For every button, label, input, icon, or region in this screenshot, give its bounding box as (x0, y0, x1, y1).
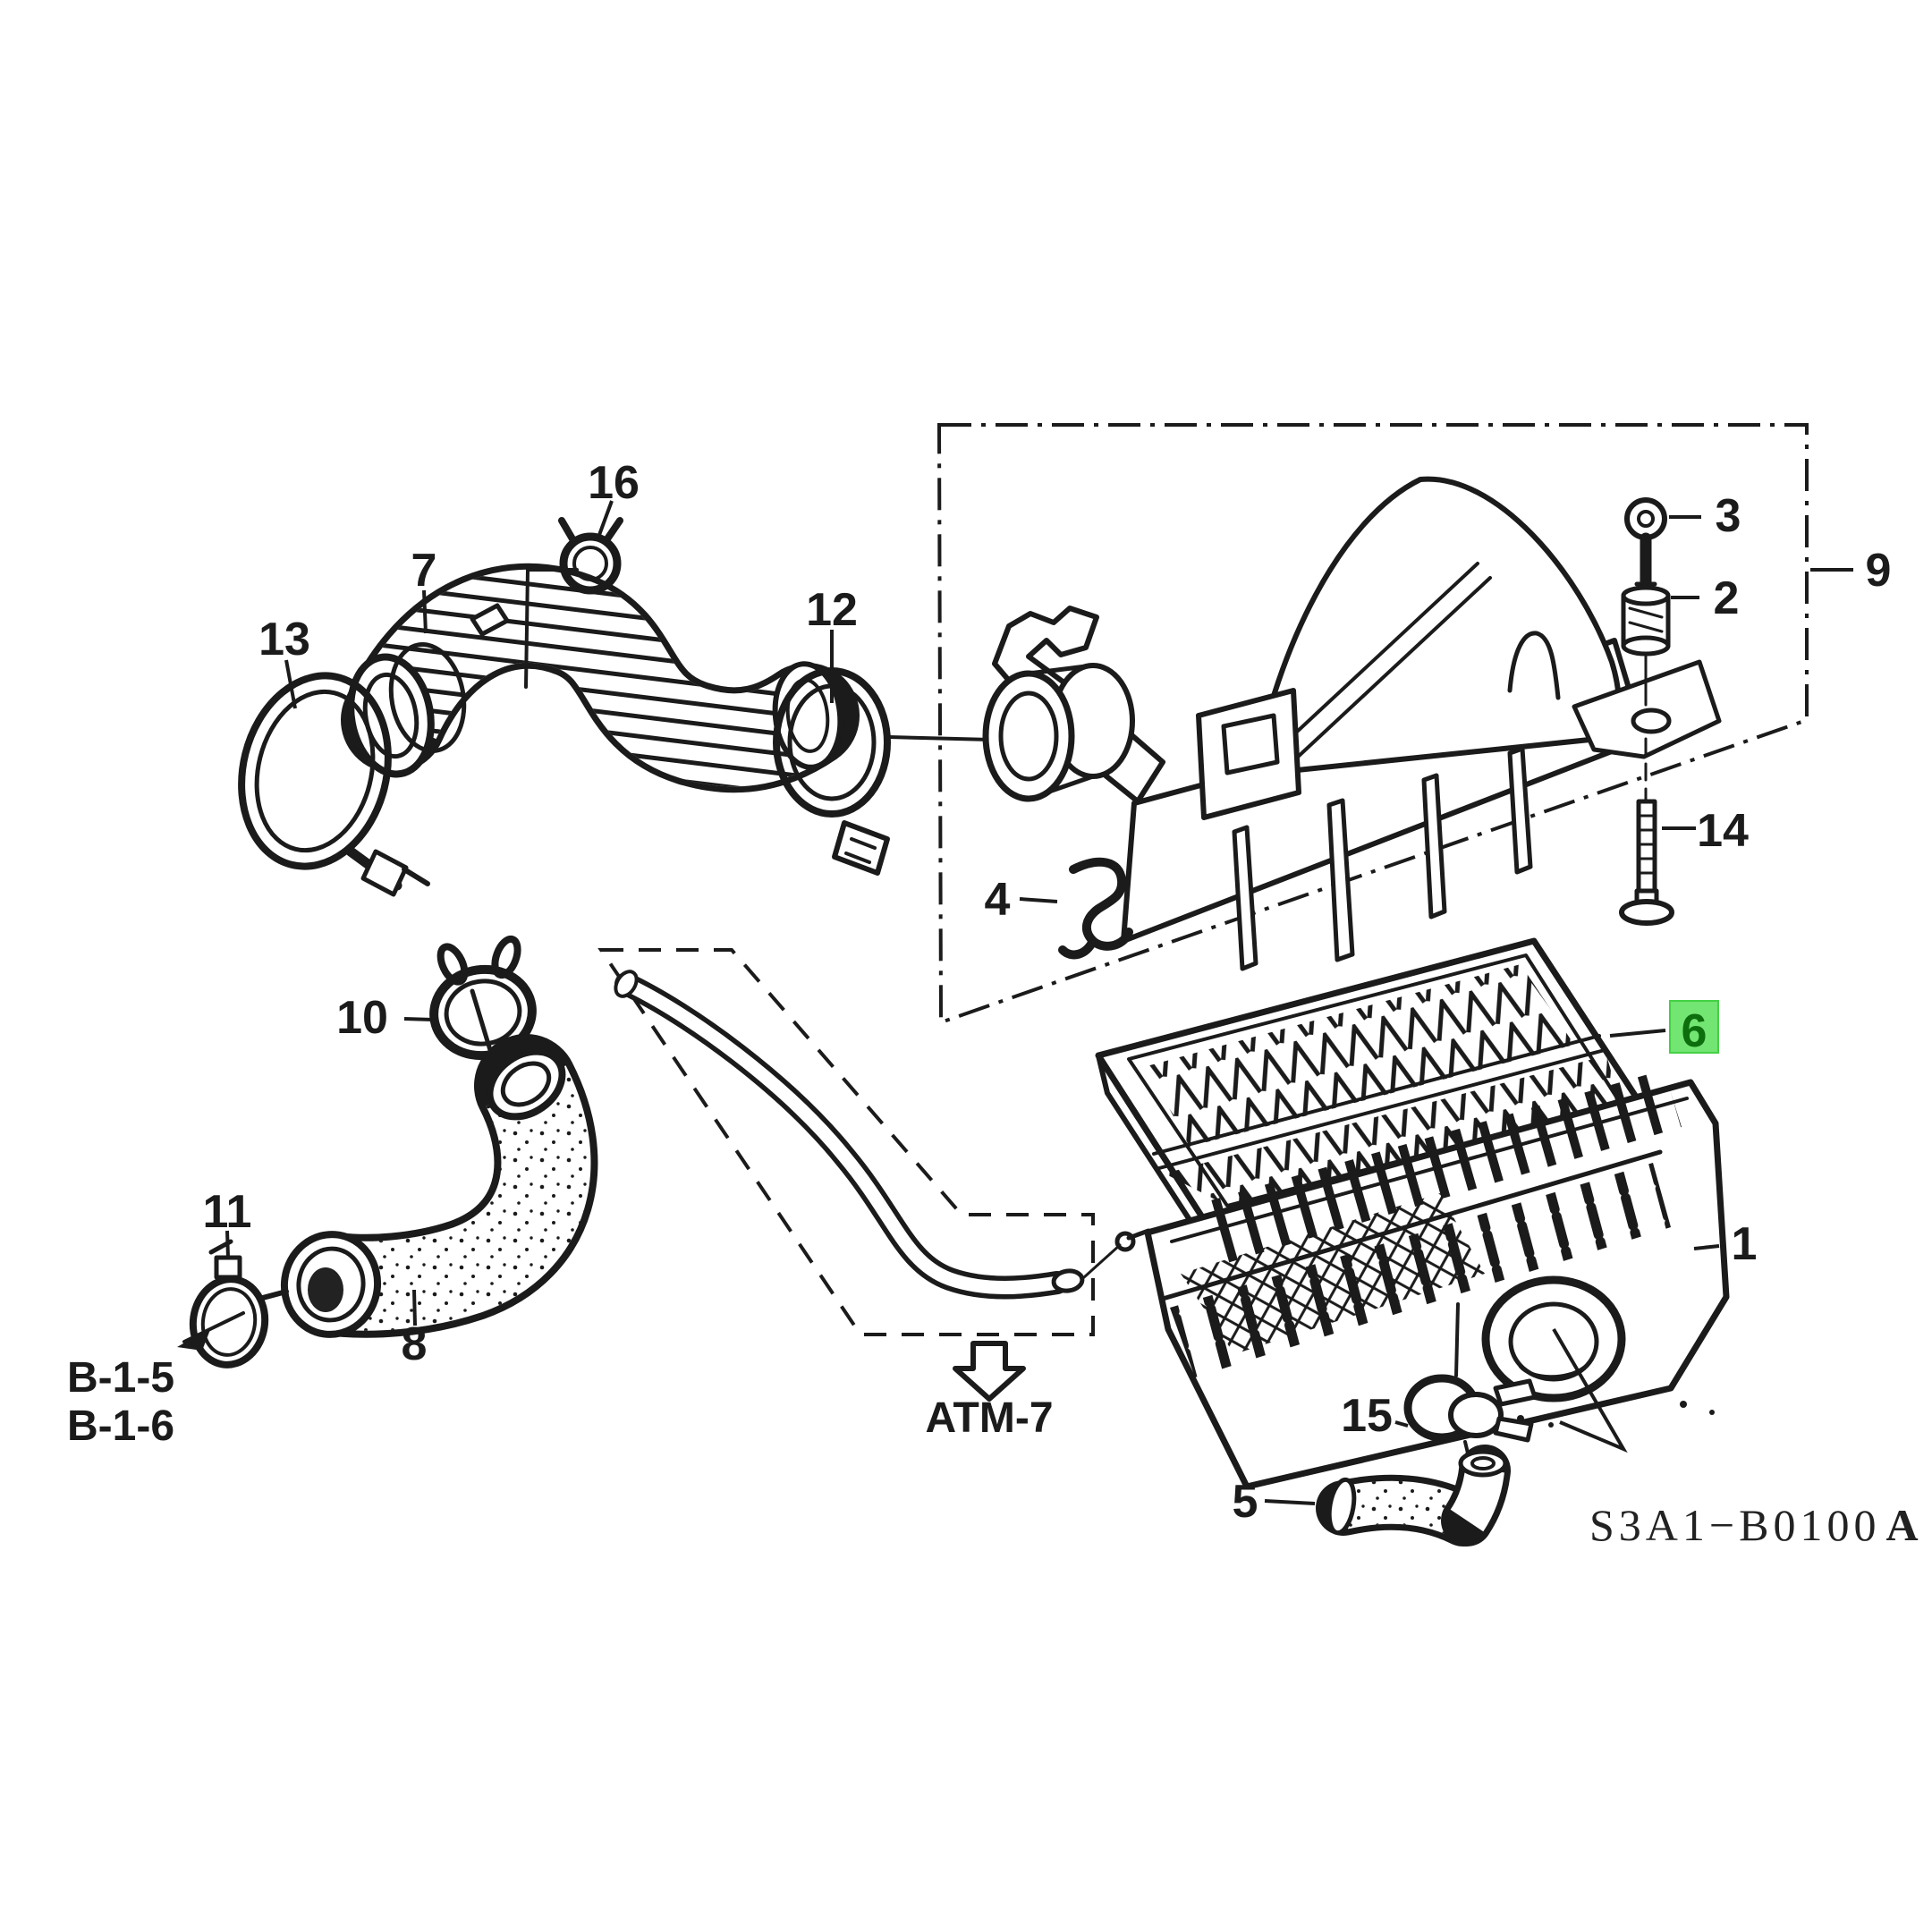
leader-line-part-15 (1394, 1420, 1409, 1428)
part-number-text: 4 (985, 874, 1011, 926)
leader-line-part-7 (422, 589, 428, 634)
atm-down-arrow-icon (953, 1341, 1026, 1402)
part-callout-2[interactable]: 2 (1714, 572, 1740, 624)
leader-line-part-10 (403, 1017, 434, 1021)
part-number-text: 15 (1341, 1390, 1393, 1442)
leader-line-part-16 (597, 500, 614, 536)
hook-clamp-4 (1058, 857, 1133, 960)
port-pointer-lines (1552, 1327, 1628, 1453)
part-number-text: 9 (1866, 545, 1892, 597)
spring-clamp-15 (1403, 1302, 1538, 1488)
part-number-text: 12 (806, 584, 858, 636)
ref-label-b-1-6[interactable]: B-1-6 (67, 1402, 174, 1450)
breather-tube-region (597, 948, 1122, 1402)
highlight-box (1669, 1000, 1719, 1054)
leader-line-part-5 (1264, 1499, 1316, 1505)
part-number-text: 13 (258, 614, 310, 665)
cover-tab (1196, 688, 1301, 820)
part-number-text: 2 (1714, 572, 1740, 624)
cover-inlet-collar (982, 663, 1135, 802)
air-intake-duct-7 (341, 563, 860, 793)
resonator-hose-8 (280, 1034, 598, 1338)
part-number-text: 14 (1697, 805, 1749, 857)
leader-lines-layer (225, 500, 1853, 1505)
clamp-16-position-line (524, 568, 579, 689)
breather-tube (614, 970, 1122, 1300)
air-filter-element-6 (1095, 937, 1659, 1264)
part-callout-8[interactable]: 8 (402, 1318, 428, 1370)
part-callout-11[interactable]: 11 (203, 1186, 252, 1238)
part-number-text: 7 (411, 545, 437, 597)
clamp-12-position-line (887, 735, 993, 741)
screw-3 (1624, 497, 1667, 588)
case-inlet-port (1481, 1275, 1626, 1402)
case-tube-fitting (1114, 1228, 1151, 1252)
part-callout-3[interactable]: 3 (1716, 490, 1741, 542)
air-cleaner-cover-group (982, 476, 1722, 971)
part-number-text: 1 (1732, 1218, 1758, 1270)
leader-line-part-4 (1019, 897, 1058, 903)
part-number-text: 6 (1682, 1005, 1707, 1057)
part-callout-9[interactable]: 9 (1866, 545, 1892, 597)
filter-pleats-upper (1147, 964, 1574, 1147)
bolt-14 (1619, 799, 1674, 926)
part-callout-10[interactable]: 10 (336, 992, 388, 1044)
part-callout-13[interactable]: 13 (258, 614, 310, 665)
part-number-text: 16 (588, 457, 640, 509)
filter-pleats-lower (1165, 1055, 1621, 1206)
part-number-text: 11 (203, 1186, 252, 1238)
band-clamp-11 (189, 1239, 289, 1368)
b15-pointer-arrow (177, 1311, 245, 1351)
ref-label-atm-7[interactable]: ATM-7 (925, 1394, 1053, 1442)
ref-label-b-1-5[interactable]: B-1-5 (67, 1354, 174, 1402)
rubber-mount-2 (1621, 585, 1671, 657)
leader-line-part-1 (1693, 1244, 1720, 1250)
band-clamp-13 (238, 672, 430, 897)
part-number-text: 8 (402, 1318, 428, 1370)
group-9-boundary-box (936, 423, 1809, 1025)
part-callout-5[interactable]: 5 (1233, 1476, 1258, 1528)
air-intake-duct-group (238, 517, 993, 897)
case-front-slots (1170, 1163, 1671, 1377)
leader-line-part-8 (412, 1289, 417, 1326)
part-callout-1[interactable]: 1 (1732, 1218, 1758, 1270)
dash-dot-fragments (1517, 1401, 1715, 1428)
air-cleaner-case-group (1114, 1070, 1730, 1546)
dashed-region-outline (597, 948, 1095, 1336)
part-callout-12[interactable]: 12 (806, 584, 858, 636)
duct-tab (470, 603, 510, 637)
part-number-text: 3 (1716, 490, 1741, 542)
breather-elbow-5 (1316, 1445, 1511, 1546)
case-interior-ribs (1199, 1070, 1682, 1266)
cover-mount-legs (1232, 746, 1533, 971)
leader-line-part-6 (1609, 1029, 1666, 1038)
leader-line-part-11 (225, 1230, 230, 1258)
part-callout-14[interactable]: 14 (1697, 805, 1749, 857)
leader-line-part-13 (284, 659, 297, 709)
part-number-text: 10 (336, 992, 388, 1044)
part-callout-15[interactable]: 15 (1341, 1390, 1393, 1442)
part-callout-7[interactable]: 7 (411, 545, 437, 597)
wire-clamp-16 (524, 517, 623, 689)
part-number-text: 5 (1233, 1476, 1258, 1528)
resonator-hose-group (177, 935, 598, 1368)
part-callout-6[interactable]: 6 (1669, 1000, 1719, 1057)
part-callout-4[interactable]: 4 (985, 874, 1011, 926)
part-callout-16[interactable]: 16 (588, 457, 640, 509)
